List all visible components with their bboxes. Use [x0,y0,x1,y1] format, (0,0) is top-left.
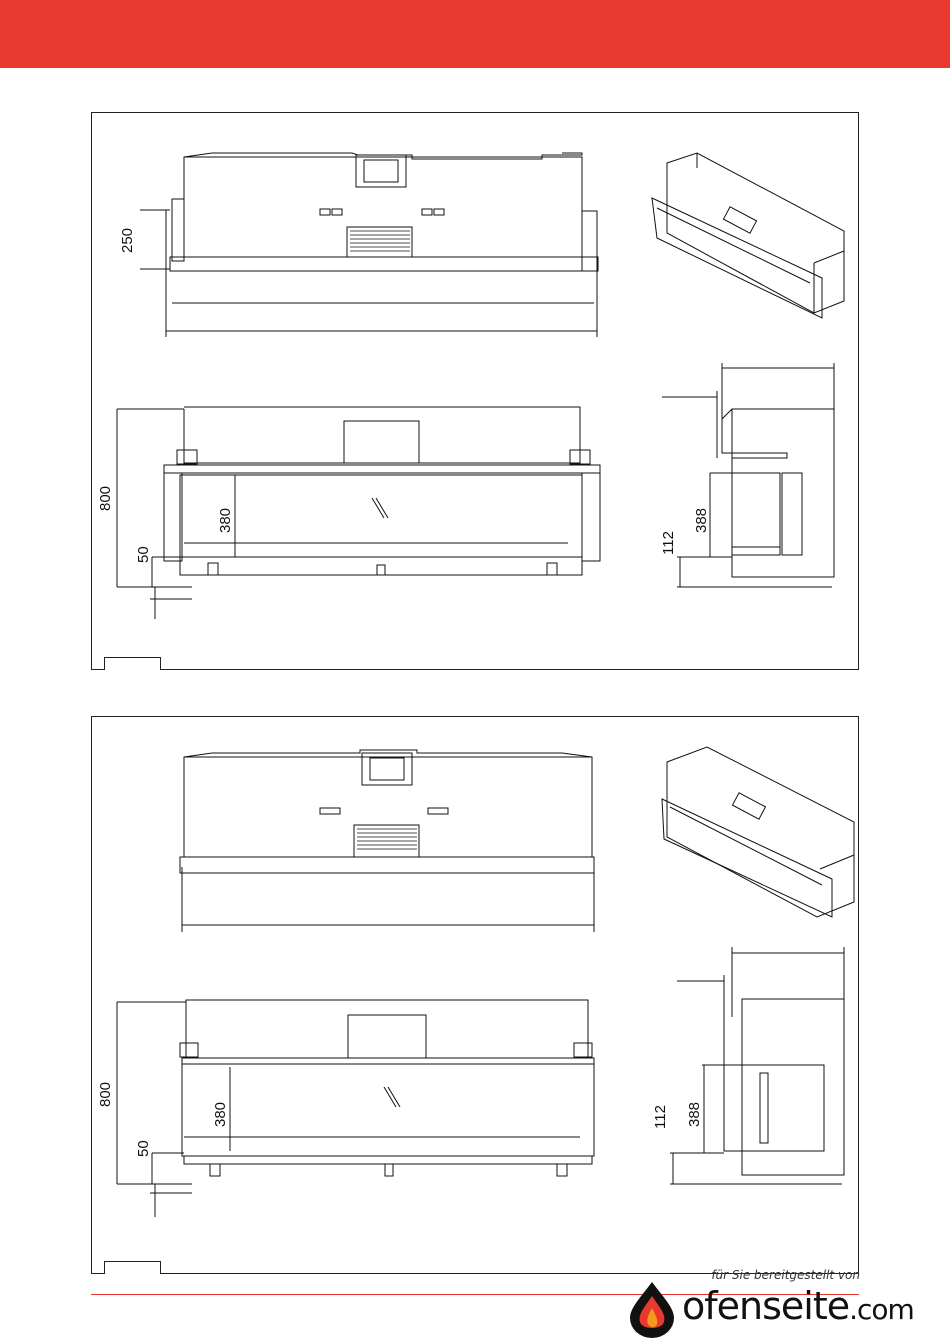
dim-side-b-2: 112 [652,1105,669,1129]
front-view-1 [117,407,600,619]
iso-view-2 [662,747,854,917]
dim-side-b-1: 112 [660,531,677,555]
dim-side-h-2: 388 [686,1102,703,1127]
logo-name: ofenseite [682,1284,849,1328]
technical-drawing-1: 250 800 380 50 388 112 [92,113,860,671]
flame-drop-icon [626,1278,678,1338]
logo-tld: .com [849,1293,914,1326]
technical-drawing-2: 800 380 50 388 112 [92,717,860,1275]
top-view-1 [140,153,598,337]
top-view-2 [180,750,594,932]
title-tab-1 [104,657,161,670]
dim-bottom-1: 50 [135,546,152,563]
dim-bottom-2: 50 [135,1140,152,1157]
ofenseite-logo[interactable]: ofenseite.com [626,1278,926,1338]
header-bar [0,0,950,68]
dim-glass-1: 380 [217,508,234,533]
dim-height-1: 800 [97,486,114,511]
dim-depth-top-1: 250 [119,228,136,253]
dim-height-2: 800 [97,1082,114,1107]
dim-glass-2: 380 [212,1102,229,1127]
dim-side-h-1: 388 [693,508,710,533]
side-view-1 [662,363,834,587]
drawing-panel-1: 250 800 380 50 388 112 [91,112,859,670]
iso-view-1 [652,153,844,318]
side-view-2 [670,947,844,1184]
title-tab-2 [104,1261,161,1274]
drawing-panel-2: 800 380 50 388 112 [91,716,859,1274]
front-view-2 [117,1000,594,1217]
